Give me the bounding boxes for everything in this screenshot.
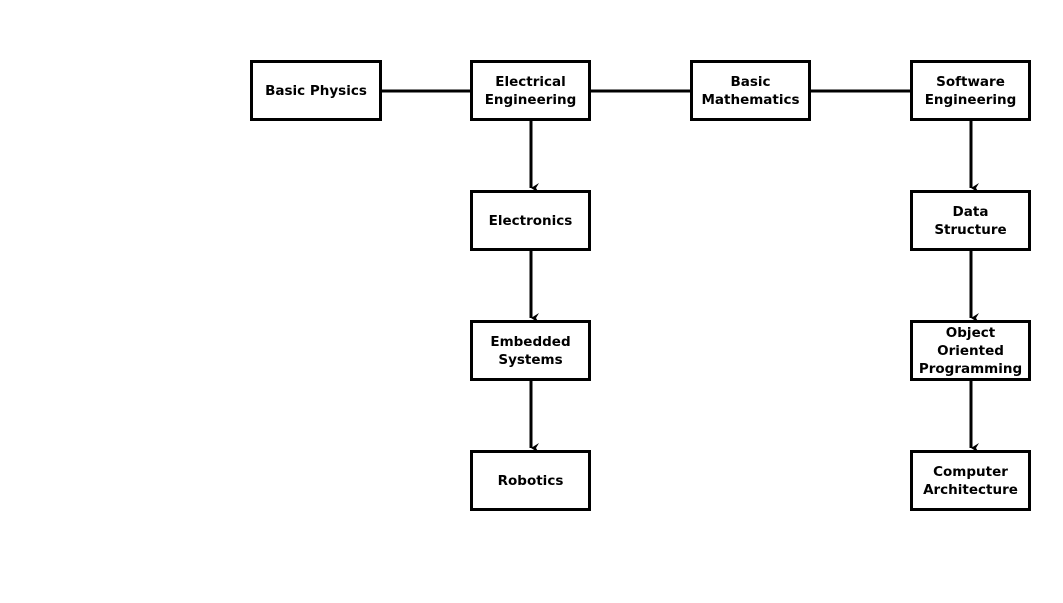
node-embedded-systems: Embedded Systems (470, 320, 591, 381)
node-electronics-label: Electronics (488, 212, 573, 229)
node-data-structure: Data Structure (910, 190, 1031, 251)
node-robotics: Robotics (470, 450, 591, 511)
node-basic-mathematics: Basic Mathematics (690, 60, 811, 121)
node-computer-architecture-label: Computer Architecture (923, 463, 1018, 498)
node-data-structure-label: Data Structure (934, 203, 1007, 238)
node-basic-physics: Basic Physics (250, 60, 382, 121)
node-object-oriented-programming: Object Oriented Programming (910, 320, 1031, 381)
node-object-oriented-programming-label: Object Oriented Programming (918, 324, 1023, 377)
node-electrical-engineering-label: Electrical Engineering (484, 73, 577, 108)
node-basic-physics-label: Basic Physics (265, 82, 367, 99)
node-robotics-label: Robotics (497, 472, 564, 489)
node-basic-mathematics-label: Basic Mathematics (701, 73, 800, 108)
node-software-engineering: Software Engineering (910, 60, 1031, 121)
node-electronics: Electronics (470, 190, 591, 251)
node-computer-architecture: Computer Architecture (910, 450, 1031, 511)
node-embedded-systems-label: Embedded Systems (490, 333, 571, 368)
node-electrical-engineering: Electrical Engineering (470, 60, 591, 121)
node-software-engineering-label: Software Engineering (924, 73, 1017, 108)
